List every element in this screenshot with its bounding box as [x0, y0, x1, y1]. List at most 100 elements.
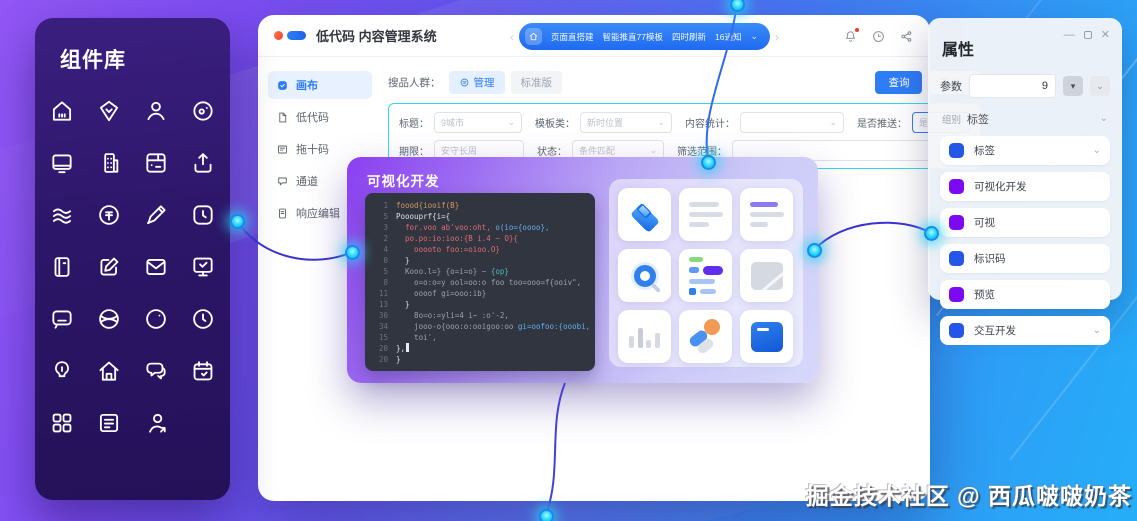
component-user-arrow[interactable]	[143, 410, 169, 436]
sidenav-item-1[interactable]: 低代码	[268, 103, 372, 131]
top-nav-item-1[interactable]: 智能推直77模板	[602, 31, 663, 42]
chevron-down-icon: ⌄	[507, 117, 515, 127]
widget-card-text-block-purple[interactable]	[740, 188, 793, 241]
history-button[interactable]	[871, 29, 886, 44]
component-grid[interactable]	[49, 410, 75, 436]
component-globe[interactable]	[96, 306, 122, 332]
property-item-label: 可视化开发	[974, 181, 1027, 193]
widget-card-layers-3d[interactable]	[618, 188, 671, 241]
group-name: 标签	[967, 114, 990, 126]
watermark-text: 掘金技术社区 @ 西瓜啵啵奶茶	[805, 483, 1132, 509]
line-number: 30	[378, 311, 388, 320]
component-house[interactable]	[49, 98, 75, 124]
chevron-left-icon[interactable]: ‹	[510, 29, 514, 44]
filter-group: 模板类：新时位置⌄	[535, 112, 672, 133]
component-window[interactable]	[143, 150, 169, 176]
component-waves[interactable]	[49, 202, 75, 228]
top-nav-item-2[interactable]: 四时刷新	[671, 31, 706, 42]
coin-icon	[99, 205, 119, 225]
component-clock[interactable]	[190, 306, 216, 332]
property-item-0[interactable]: 标签⌄	[940, 136, 1110, 165]
dashfill-icon	[278, 80, 287, 90]
restore-icon[interactable]	[1083, 30, 1092, 39]
component-upload[interactable]	[190, 150, 216, 176]
chevron-down-icon: ⌄	[829, 117, 837, 127]
sidenav-item-4[interactable]: 响应编辑	[268, 199, 372, 227]
code-line: 20}	[373, 354, 587, 365]
property-item-5[interactable]: 交互开发 ⌄	[940, 316, 1110, 345]
component-circle-dot[interactable]	[143, 306, 169, 332]
dropdown-button[interactable]: ⌄	[1090, 76, 1110, 96]
stepper-down-button[interactable]: ▾	[1063, 76, 1083, 96]
code-line: 20},	[373, 343, 587, 354]
component-pen[interactable]	[143, 202, 169, 228]
component-home[interactable]	[96, 358, 122, 384]
line-number: 3	[383, 223, 388, 232]
sidenav-item-label: 低代码	[296, 112, 329, 124]
component-coin[interactable]	[96, 202, 122, 228]
component-timer[interactable]	[190, 202, 216, 228]
widget-card-tag-list[interactable]	[679, 249, 732, 302]
component-notebook[interactable]	[49, 254, 75, 280]
parameter-input[interactable]: 9	[969, 74, 1056, 98]
sidenav-item-label: 响应编辑	[296, 208, 340, 220]
filter-select-标题[interactable]: 9城市 ⌄	[434, 112, 522, 133]
minimize-icon[interactable]: —	[1063, 28, 1075, 41]
component-mail[interactable]	[143, 254, 169, 280]
select-value: 9城市	[441, 118, 465, 128]
component-user[interactable]	[143, 98, 169, 124]
color-swatch	[949, 143, 964, 158]
widget-card-text-block[interactable]	[679, 188, 732, 241]
property-item-4[interactable]: 预览	[940, 280, 1110, 309]
sidenav-item-2[interactable]: 拖十码	[268, 135, 372, 163]
code-line: 8 o=o:o=y ool=oo:o foo too=ooo=f{ooiv",	[373, 277, 587, 288]
component-comments[interactable]	[143, 358, 169, 384]
component-camera[interactable]	[190, 98, 216, 124]
filter-row-0: 标题：9城市⌄模板类：新时位置⌄内容统计：⌄是否推送：是⌄	[399, 112, 970, 133]
chevron-right-icon[interactable]: ›	[775, 29, 780, 44]
top-nav-item-3[interactable]: 16通知	[715, 31, 742, 42]
filter-select-模板类[interactable]: 新时位置⌄	[580, 112, 672, 133]
share-button[interactable]	[899, 29, 914, 44]
bell-icon	[846, 30, 855, 42]
property-item-2[interactable]: 可视	[940, 208, 1110, 237]
chevron-down-icon: ⌄	[1092, 324, 1101, 336]
component-screen-check[interactable]	[190, 254, 216, 280]
component-news[interactable]	[96, 410, 122, 436]
chevron-down-icon[interactable]: ⌄	[750, 31, 759, 41]
component-badge[interactable]	[96, 98, 122, 124]
component-monitor[interactable]	[49, 150, 75, 176]
filter-toggle-1[interactable]: 标准版	[510, 71, 562, 94]
sidenav-item-0[interactable]: 画布	[268, 71, 372, 99]
line-number: 2	[383, 234, 388, 243]
property-item-3[interactable]: 标识码	[940, 244, 1110, 273]
filter-toggle-0[interactable]: 管理	[448, 71, 505, 94]
component-chat-card[interactable]	[49, 306, 75, 332]
query-button[interactable]: 查询	[875, 71, 923, 94]
component-building[interactable]	[96, 150, 122, 176]
component-edit[interactable]	[96, 254, 122, 280]
filter-field-label: 状态：	[537, 147, 567, 158]
widget-card-image-placeholder[interactable]	[740, 249, 793, 302]
component-bulb[interactable]	[49, 358, 75, 384]
mail-icon	[146, 259, 166, 275]
widget-card-shapes[interactable]	[679, 310, 732, 363]
property-item-label: 交互开发	[974, 325, 1016, 337]
widget-card-document-card[interactable]	[740, 310, 793, 363]
home-button[interactable]	[525, 28, 542, 45]
sidenav-item-3[interactable]: 通道	[268, 167, 372, 195]
component-calendar[interactable]	[190, 358, 216, 384]
filter-select-内容统计[interactable]: ⌄	[740, 112, 844, 133]
group-header[interactable]: 组别 标签 ⌄	[942, 111, 1108, 127]
widget-card-search[interactable]	[618, 249, 671, 302]
bell-button[interactable]	[843, 27, 859, 44]
close-icon[interactable]: ✕	[1100, 29, 1110, 41]
top-nav-item-0[interactable]: 页面直搭建	[551, 31, 594, 42]
waves-icon	[52, 208, 72, 224]
widget-card-bar-chart[interactable]	[618, 310, 671, 363]
property-item-1[interactable]: 可视化开发	[940, 172, 1110, 201]
window-icon	[146, 153, 166, 173]
